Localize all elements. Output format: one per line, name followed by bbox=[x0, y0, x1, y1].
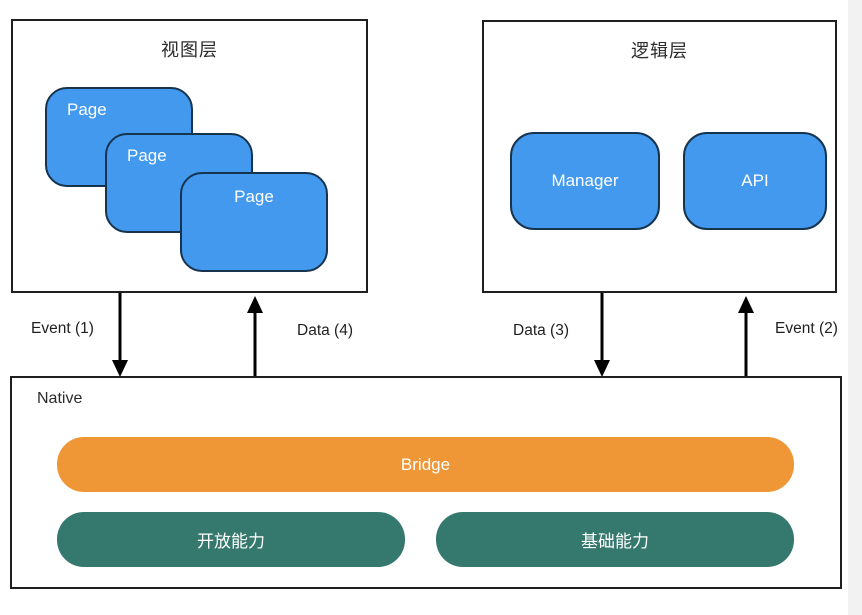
manager-module-label: Manager bbox=[551, 171, 619, 190]
page-card-3-label: Page bbox=[234, 187, 274, 206]
logic-layer-box: 逻辑层 Manager API bbox=[482, 20, 837, 293]
page-card-2-label: Page bbox=[127, 146, 167, 165]
api-module-label: API bbox=[741, 171, 769, 190]
manager-module: Manager bbox=[510, 132, 660, 230]
open-capability-label: 开放能力 bbox=[197, 532, 265, 551]
native-layer-box: Native Bridge 开放能力 基础能力 bbox=[10, 376, 842, 589]
data4-label: Data (4) bbox=[297, 322, 353, 339]
native-layer-title: Native bbox=[37, 390, 83, 407]
page-card-1-label: Page bbox=[67, 100, 107, 119]
data3-label: Data (3) bbox=[513, 322, 569, 339]
view-layer-title: 视图层 bbox=[161, 40, 218, 60]
right-edge-strip bbox=[848, 0, 862, 615]
bridge-bar-label: Bridge bbox=[400, 454, 451, 474]
event2-label: Event (2) bbox=[775, 320, 838, 337]
bridge-bar: Bridge bbox=[57, 437, 794, 492]
data3-down-arrow-icon bbox=[591, 292, 613, 378]
basic-capability-bar: 基础能力 bbox=[436, 512, 794, 567]
open-capability-bar: 开放能力 bbox=[57, 512, 405, 567]
event2-up-arrow-icon bbox=[735, 292, 757, 378]
event1-down-arrow-icon bbox=[109, 292, 131, 378]
api-module: API bbox=[683, 132, 827, 230]
event1-label: Event (1) bbox=[31, 320, 94, 337]
basic-capability-label: 基础能力 bbox=[581, 532, 649, 551]
data4-up-arrow-icon bbox=[244, 292, 266, 378]
page-card-3: Page bbox=[180, 172, 328, 272]
view-layer-box: 视图层 Page Page Page bbox=[11, 19, 368, 293]
logic-layer-title: 逻辑层 bbox=[631, 41, 688, 61]
